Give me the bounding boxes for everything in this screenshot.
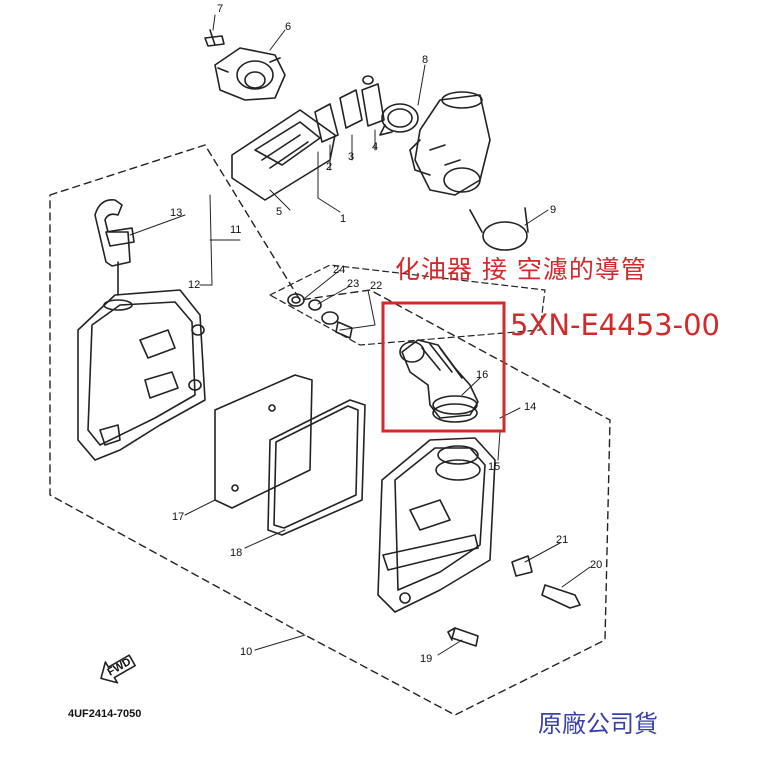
callout-17: 17	[172, 511, 184, 523]
callout-7: 7	[217, 3, 223, 15]
assembly-boundary	[49, 144, 611, 716]
callout-6: 6	[285, 21, 291, 33]
callout-3: 3	[348, 151, 354, 163]
callout-20: 20	[590, 559, 602, 571]
callout-24: 24	[333, 264, 345, 276]
genuine-note: 原廠公司貨	[538, 710, 658, 738]
callout-4: 4	[372, 141, 378, 153]
callout-8: 8	[422, 54, 428, 66]
part-6-carb-joint	[214, 47, 286, 101]
annotation-title: 化油器 接 空濾的導管	[395, 255, 647, 284]
callout-14: 14	[524, 401, 536, 413]
airbox-case	[77, 289, 206, 461]
part-17-filter	[214, 374, 313, 509]
callout-5: 5	[276, 206, 282, 218]
callout-15: 15	[488, 461, 500, 473]
callout-18: 18	[230, 547, 242, 559]
diagram-code: 4UF2414-7050	[68, 708, 142, 720]
callout-12: 12	[188, 279, 200, 291]
callout-19: 19	[420, 653, 432, 665]
callout-21: 21	[556, 534, 568, 546]
part-18-gasket	[267, 399, 366, 536]
callout-10: 10	[240, 646, 252, 658]
callout-13: 13	[170, 207, 182, 219]
callout-16: 16	[476, 369, 488, 381]
parts-22-24-fasteners	[287, 293, 353, 339]
callout-numbers: 1 2 3 4 5 6 7 8 9 10 11 12 13 14 15 16 1…	[170, 3, 602, 665]
part-14-cover	[377, 437, 496, 613]
part-7-screw	[204, 29, 225, 47]
part-20-drain	[541, 584, 581, 609]
part-16-intake-duct	[399, 339, 479, 423]
reed-valve-assembly	[231, 75, 385, 201]
callout-23: 23	[347, 278, 359, 290]
callout-1: 1	[340, 213, 346, 225]
part-19-screw	[447, 627, 479, 647]
part-8-clamp	[379, 103, 419, 136]
callout-9: 9	[550, 204, 556, 216]
callout-22: 22	[370, 280, 382, 292]
fwd-arrow	[100, 654, 136, 684]
callout-2: 2	[326, 161, 332, 173]
callout-11: 11	[230, 224, 241, 236]
part-9-clip	[469, 207, 529, 251]
highlight-box	[381, 301, 506, 433]
part-13-elbow-pipe	[94, 198, 135, 296]
part-number: 5XN-E4453-00	[510, 308, 720, 342]
carburetor-body	[409, 91, 491, 196]
part-21-clip	[511, 555, 533, 577]
